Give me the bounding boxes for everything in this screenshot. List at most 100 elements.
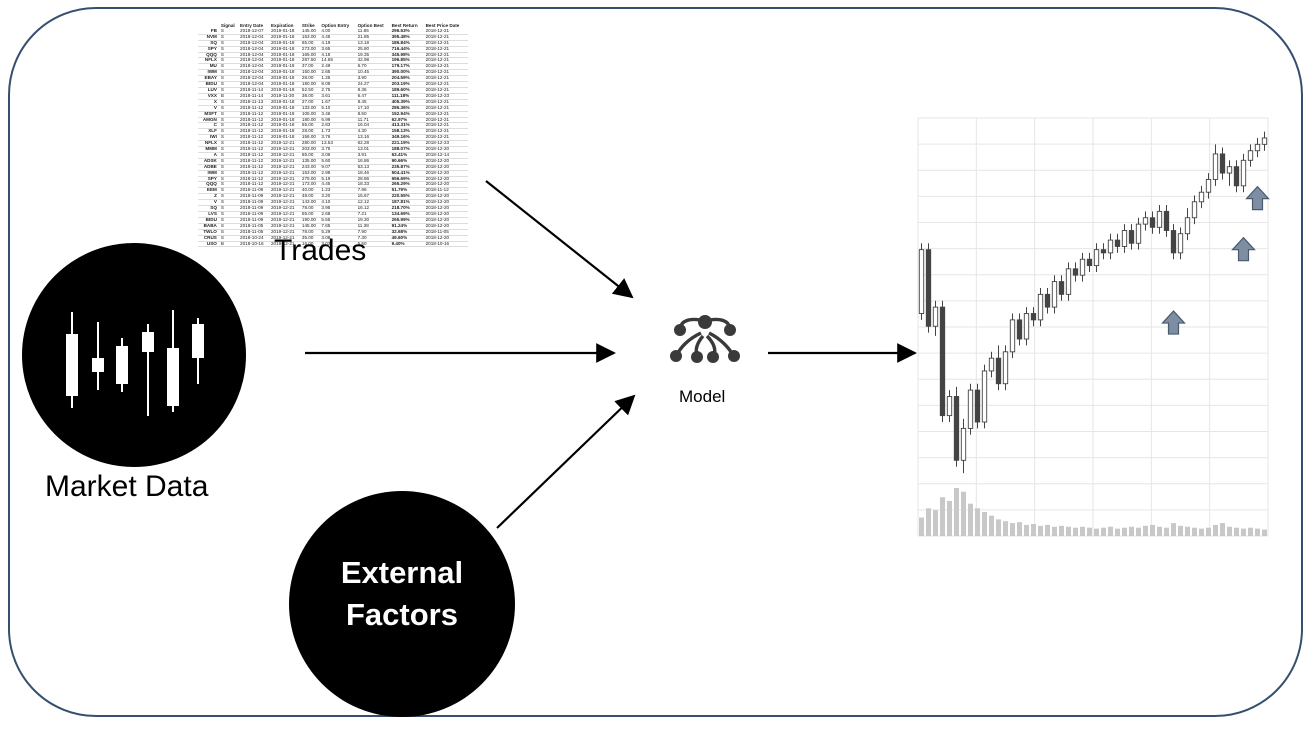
trades-cell: 2018-11-12	[239, 170, 270, 177]
trades-cell: 135.00	[300, 158, 321, 165]
trades-cell: S	[219, 87, 240, 94]
trades-header-cell: Expiration	[270, 23, 294, 28]
trades-label: Trades	[274, 234, 367, 267]
trades-cell: 28.00	[300, 75, 321, 83]
trades-cell: 7.65	[320, 223, 357, 230]
trades-cell: 28.86	[356, 176, 391, 183]
trades-cell: CRUS	[198, 235, 220, 242]
trades-cell: 2.49	[320, 63, 357, 71]
trades-cell: 395.48%	[390, 34, 425, 41]
trades-cell: 48.00	[300, 193, 321, 201]
trades-cell: 504.41%	[390, 170, 425, 177]
candle-body	[1163, 210, 1170, 231]
trades-cell: 9.07	[320, 164, 357, 171]
trades-cell: EBAY	[198, 75, 220, 83]
candle-body	[1009, 319, 1016, 353]
trades-cell: 2018-12-04	[239, 69, 270, 77]
trades-cell: 220.55%	[390, 193, 425, 201]
trades-cell: 11.38	[356, 223, 391, 230]
trades-cell: 13.18	[356, 40, 391, 47]
candle-body	[1198, 191, 1205, 203]
trades-cell: 2018-12-21	[424, 63, 468, 71]
trades-cell: 4.00	[320, 28, 357, 35]
trades-cell: 2019-12-21	[269, 235, 301, 242]
trades-cell: S	[219, 63, 240, 71]
candle-body	[1072, 268, 1079, 276]
candle-body	[1240, 159, 1247, 187]
trades-cell: 6.70	[356, 63, 391, 71]
trades-cell: 203.00	[300, 146, 321, 153]
trades-cell: 53.13	[356, 164, 391, 171]
trades-cell: 2018-12-20	[424, 164, 468, 171]
trades-cell: 2018-12-04	[239, 58, 270, 65]
trades-cell: S	[219, 199, 240, 207]
trades-cell: BIDU	[198, 217, 220, 224]
trades-cell: S	[219, 229, 240, 236]
trades-cell: NFLX	[198, 140, 220, 148]
trades-cell: S	[219, 158, 240, 165]
volume-bar	[1227, 526, 1232, 536]
trades-cell: 2018-12-21	[424, 46, 468, 53]
trades-cell: 3.95	[320, 205, 357, 212]
candle-body	[1135, 223, 1142, 244]
trades-cell: 1.67	[320, 99, 357, 106]
trades-cell: 145.00	[300, 223, 321, 230]
trades-cell: S	[219, 152, 240, 159]
trades-cell: 165.00	[300, 52, 321, 59]
candle-body	[1191, 201, 1198, 219]
trades-cell: S	[219, 58, 240, 65]
trades-cell: S	[219, 223, 240, 230]
trades-cell: 2019-12-21	[269, 229, 301, 236]
volume-bar	[1185, 526, 1190, 536]
trades-cell: 51.79%	[390, 187, 425, 195]
trades-header-cell: Signal	[220, 23, 235, 28]
trades-cell: 13.16	[356, 134, 391, 142]
trades-cell: 2.98	[320, 170, 357, 177]
trades-cell: 2019-01-18	[269, 87, 301, 94]
trades-cell: S	[219, 122, 240, 130]
trades-cell: 134.69%	[390, 211, 425, 218]
trades-cell: SPY	[198, 176, 220, 183]
trades-cell: 10.45	[356, 69, 391, 77]
trades-cell: 188.07%	[390, 146, 425, 153]
trades-cell: S	[219, 170, 240, 177]
trades-cell: 133.00	[300, 105, 321, 112]
candle-body	[1184, 217, 1191, 235]
trades-cell: 9.40%	[390, 241, 425, 248]
trades-cell: 243.00	[300, 164, 321, 171]
trades-cell: 16.86	[356, 158, 391, 165]
trades-cell: 40.00	[300, 187, 321, 195]
trades-cell: 37.00	[300, 63, 321, 71]
arrow-trades-to-model	[485, 180, 634, 299]
trades-cell: 16.04	[356, 122, 391, 130]
trades-cell: S	[219, 128, 240, 136]
trades-cell: IWM	[198, 69, 220, 77]
trades-cell: 2018-12-04	[239, 75, 270, 83]
trades-cell: 4.10	[320, 199, 357, 207]
trades-cell: 190.00	[300, 217, 321, 224]
trades-cell: S	[219, 52, 240, 59]
trades-header-cell: Option Best	[357, 23, 384, 28]
trades-cell: X	[198, 99, 220, 106]
volume-bar	[1157, 526, 1162, 536]
trades-cell: 12.12	[356, 199, 391, 207]
trades-cell: 52.50	[300, 87, 321, 94]
trades-cell: A	[198, 152, 220, 159]
trades-cell: S	[219, 75, 240, 83]
trades-cell: 2018-12-04	[239, 63, 270, 71]
trades-cell: 2018-11-12	[239, 105, 270, 112]
trades-cell: 2019-01-18	[269, 99, 301, 106]
candle-body	[1219, 153, 1226, 174]
trades-cell: BABA	[198, 223, 220, 230]
